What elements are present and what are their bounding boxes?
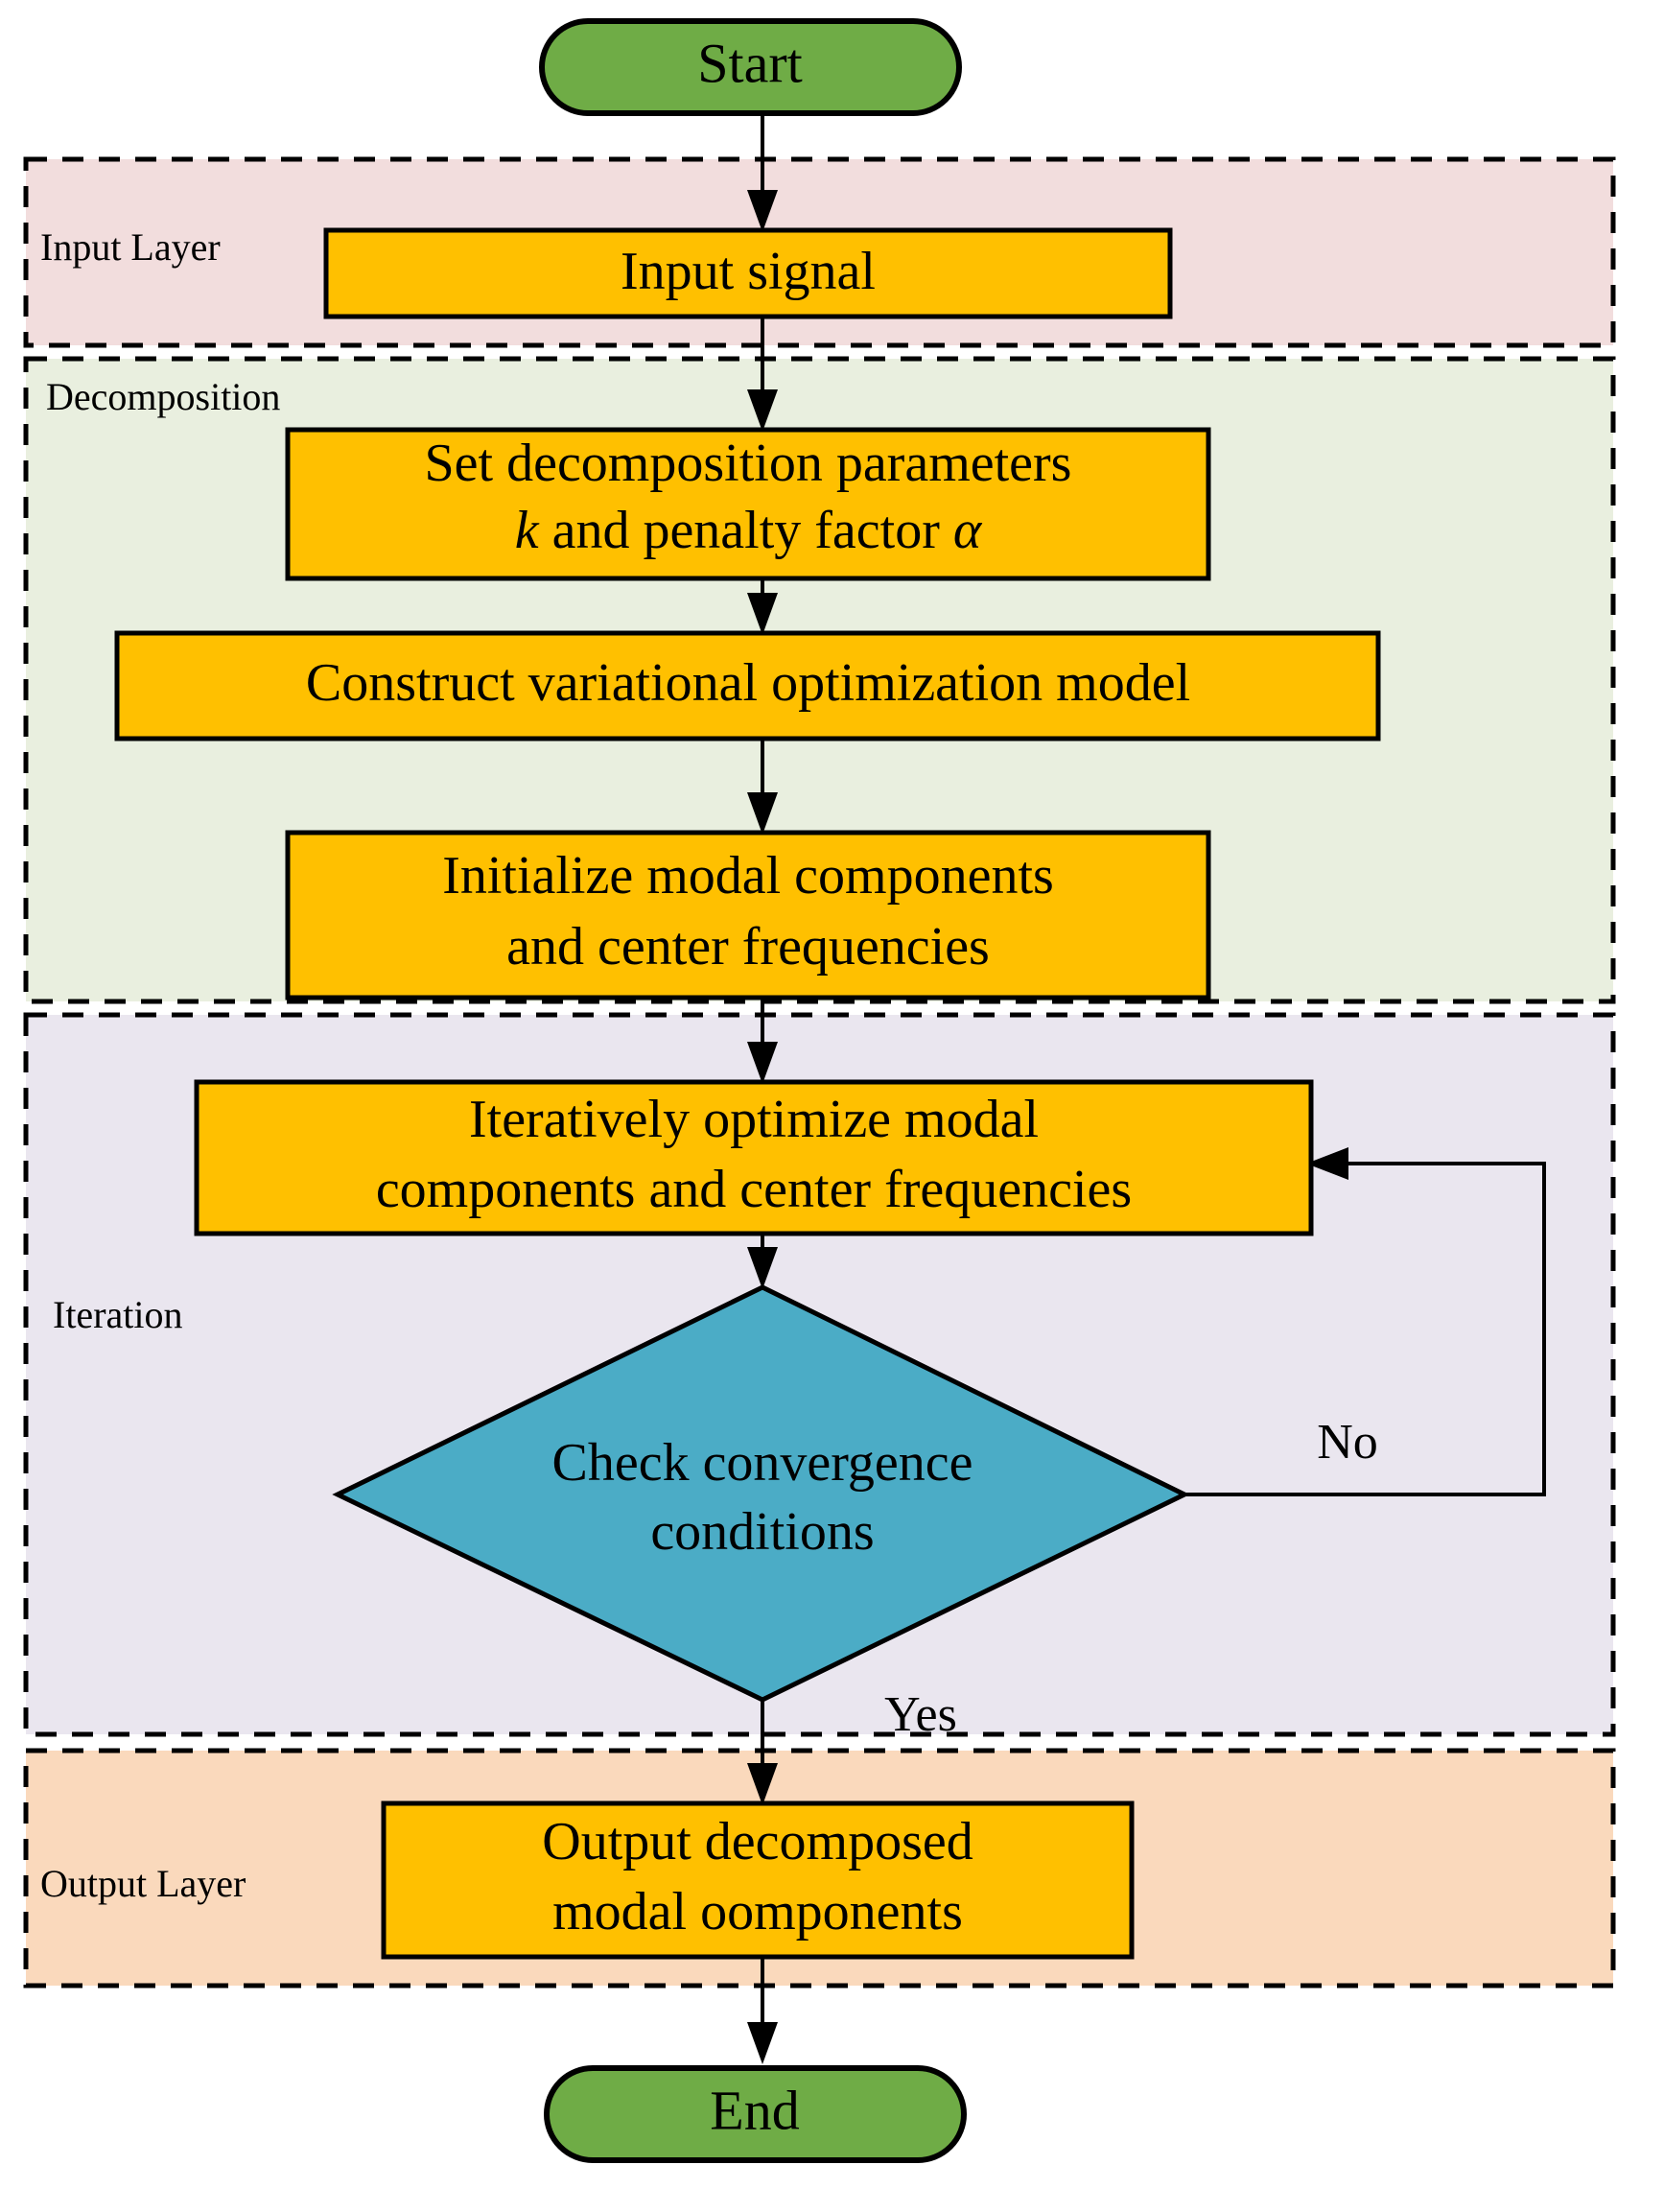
node-set-params-line1: Set decomposition parameters [425, 434, 1072, 493]
node-input-signal[interactable] [323, 227, 1173, 319]
region-label-iteration: Iteration [53, 1293, 183, 1336]
node-output-components[interactable] [381, 1800, 1135, 1960]
node-set-params[interactable] [285, 427, 1211, 581]
arrowhead-end [747, 2022, 778, 2064]
arrowhead-iterate [747, 1042, 778, 1084]
node-iterate[interactable] [194, 1079, 1314, 1236]
node-iterate-line1: Iteratively optimize modal [469, 1090, 1039, 1149]
node-construct-model[interactable] [114, 630, 1381, 741]
node-end[interactable] [544, 2065, 967, 2163]
edge-label-no: No [1317, 1415, 1378, 1470]
arrowhead-input-signal [747, 190, 778, 232]
node-check-convergence-line2: conditions [650, 1502, 874, 1562]
node-initialize[interactable] [285, 830, 1211, 1000]
arrowhead-no-feedback [1306, 1147, 1348, 1180]
region-label-input-layer: Input Layer [40, 225, 221, 269]
node-construct-model-label: Construct variational optimization model [306, 653, 1190, 713]
arrowhead-decision [747, 1247, 778, 1289]
node-set-params-mid: and penalty factor [539, 501, 953, 560]
arrowhead-output-components [747, 1763, 778, 1805]
node-iterate-line2: components and center frequencies [376, 1160, 1132, 1219]
arrowhead-initialize [747, 792, 778, 835]
edge-label-yes: Yes [884, 1687, 957, 1742]
node-output-components-line1: Output decomposed [542, 1812, 973, 1871]
node-start[interactable] [539, 18, 962, 116]
node-set-params-line2: k and penalty factor α [515, 501, 983, 560]
node-output-components-line2: modal oomponents [552, 1882, 963, 1941]
arrowhead-construct-model [747, 593, 778, 635]
node-end-label: End [710, 2079, 799, 2141]
node-check-convergence[interactable] [332, 1284, 1190, 1703]
node-set-params-alpha: α [953, 501, 983, 560]
node-initialize-line2: and center frequencies [506, 917, 990, 977]
node-start-label: Start [697, 32, 803, 94]
connector-no-feedback-loop [1184, 1162, 1546, 1496]
region-label-decomposition: Decomposition [46, 375, 280, 418]
node-set-params-k: k [515, 501, 540, 560]
node-input-signal-label: Input signal [621, 242, 876, 301]
region-label-output-layer: Output Layer [40, 1862, 246, 1905]
arrowhead-set-params [747, 389, 778, 432]
node-initialize-line1: Initialize modal components [442, 846, 1054, 906]
node-check-convergence-line1: Check convergence [552, 1433, 973, 1493]
